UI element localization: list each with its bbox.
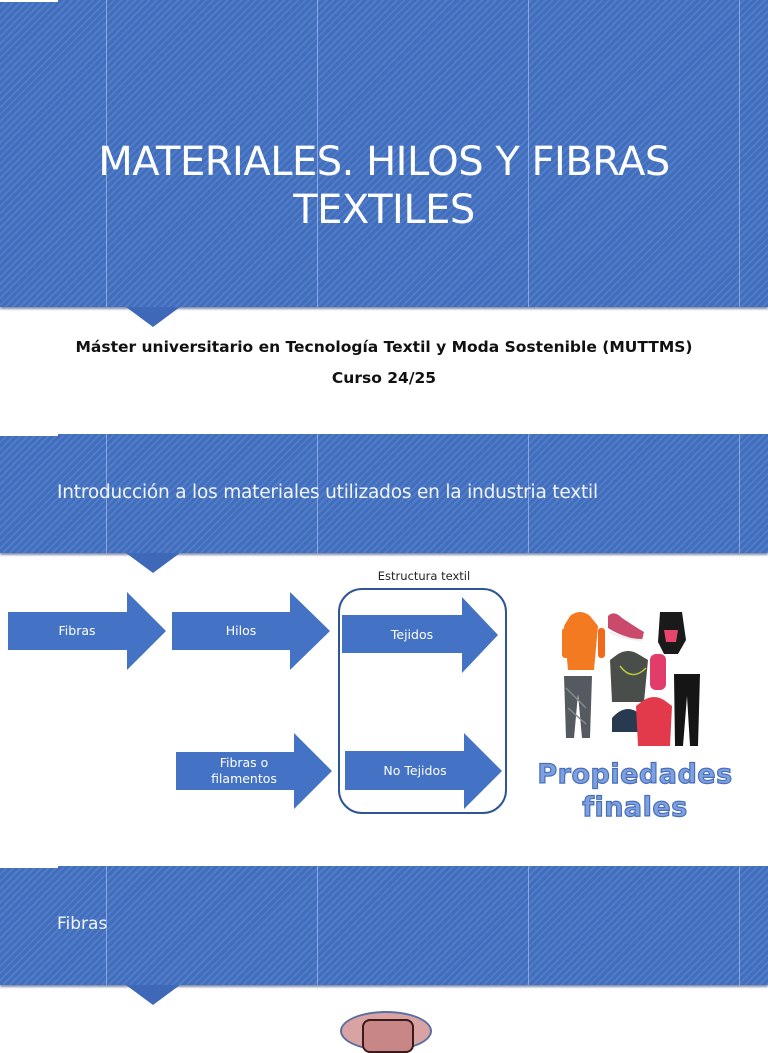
arrow-label-line1: Fibras o	[219, 755, 269, 770]
band-divider	[106, 866, 107, 985]
band-tab	[0, 434, 58, 436]
arrow-right-icon	[176, 733, 332, 809]
sportswear-image	[556, 608, 706, 748]
arrow-no-tejidos-label: No Tejidos	[383, 763, 447, 778]
band-pointer	[126, 553, 180, 573]
arrow-right-icon	[342, 597, 498, 673]
arrow-fibras-label: Fibras	[58, 623, 96, 638]
intro-heading: Introducción a los materiales utilizados…	[57, 482, 598, 503]
final-properties-line2: finales	[582, 791, 688, 823]
final-properties-label: Propiedades finales	[530, 758, 740, 824]
band-divider	[528, 0, 529, 307]
structure-group-box	[338, 588, 507, 814]
arrow-hilos: Hilos	[172, 592, 330, 670]
course-label: Curso 24/25	[331, 369, 437, 387]
band-divider	[317, 0, 318, 307]
arrow-hilos-label: Hilos	[225, 623, 257, 638]
band-divider	[317, 434, 318, 553]
arrow-fibras: Fibras	[8, 592, 166, 670]
fibras-band: Fibras	[0, 866, 768, 985]
band-divider	[739, 866, 740, 985]
ellipse-inner-shape	[362, 1019, 414, 1053]
clothing-collage-icon	[562, 612, 700, 746]
arrow-right-icon	[8, 592, 166, 670]
band-divider	[528, 434, 529, 553]
title-band: MATERIALES. HILOS Y FIBRAS TEXTILES	[0, 0, 768, 307]
arrow-tejidos: Tejidos	[342, 597, 498, 673]
band-pointer	[126, 985, 180, 1005]
intro-band: Introducción a los materiales utilizados…	[0, 434, 768, 553]
slide-title-line2: TEXTILES	[293, 187, 475, 233]
arrow-fibras-filamentos-label: Fibras o filamentos	[176, 755, 312, 787]
arrow-right-icon	[172, 592, 330, 670]
slide-title-line1: MATERIALES. HILOS Y FIBRAS	[98, 139, 670, 185]
band-divider	[739, 434, 740, 553]
band-divider	[317, 866, 318, 985]
arrow-fibras-filamentos: Fibras o filamentos	[176, 733, 332, 809]
band-tab	[0, 866, 58, 868]
structure-group-label: Estructura textil	[377, 569, 471, 583]
partial-ellipse-shape	[340, 1011, 432, 1053]
band-divider	[106, 434, 107, 553]
band-tab	[0, 0, 58, 2]
program-name: Máster universitario en Tecnología Texti…	[75, 338, 693, 356]
fibras-heading: Fibras	[57, 914, 108, 934]
arrow-label-line2: filamentos	[211, 771, 277, 786]
band-divider	[528, 866, 529, 985]
arrow-tejidos-label: Tejidos	[390, 627, 434, 642]
band-divider	[106, 0, 107, 307]
band-divider	[739, 0, 740, 307]
arrow-right-icon	[345, 733, 502, 809]
band-pointer	[126, 307, 180, 327]
slide-title: MATERIALES. HILOS Y FIBRAS TEXTILES	[0, 138, 768, 234]
final-properties-line1: Propiedades	[537, 758, 733, 790]
arrow-no-tejidos: No Tejidos	[345, 733, 502, 809]
